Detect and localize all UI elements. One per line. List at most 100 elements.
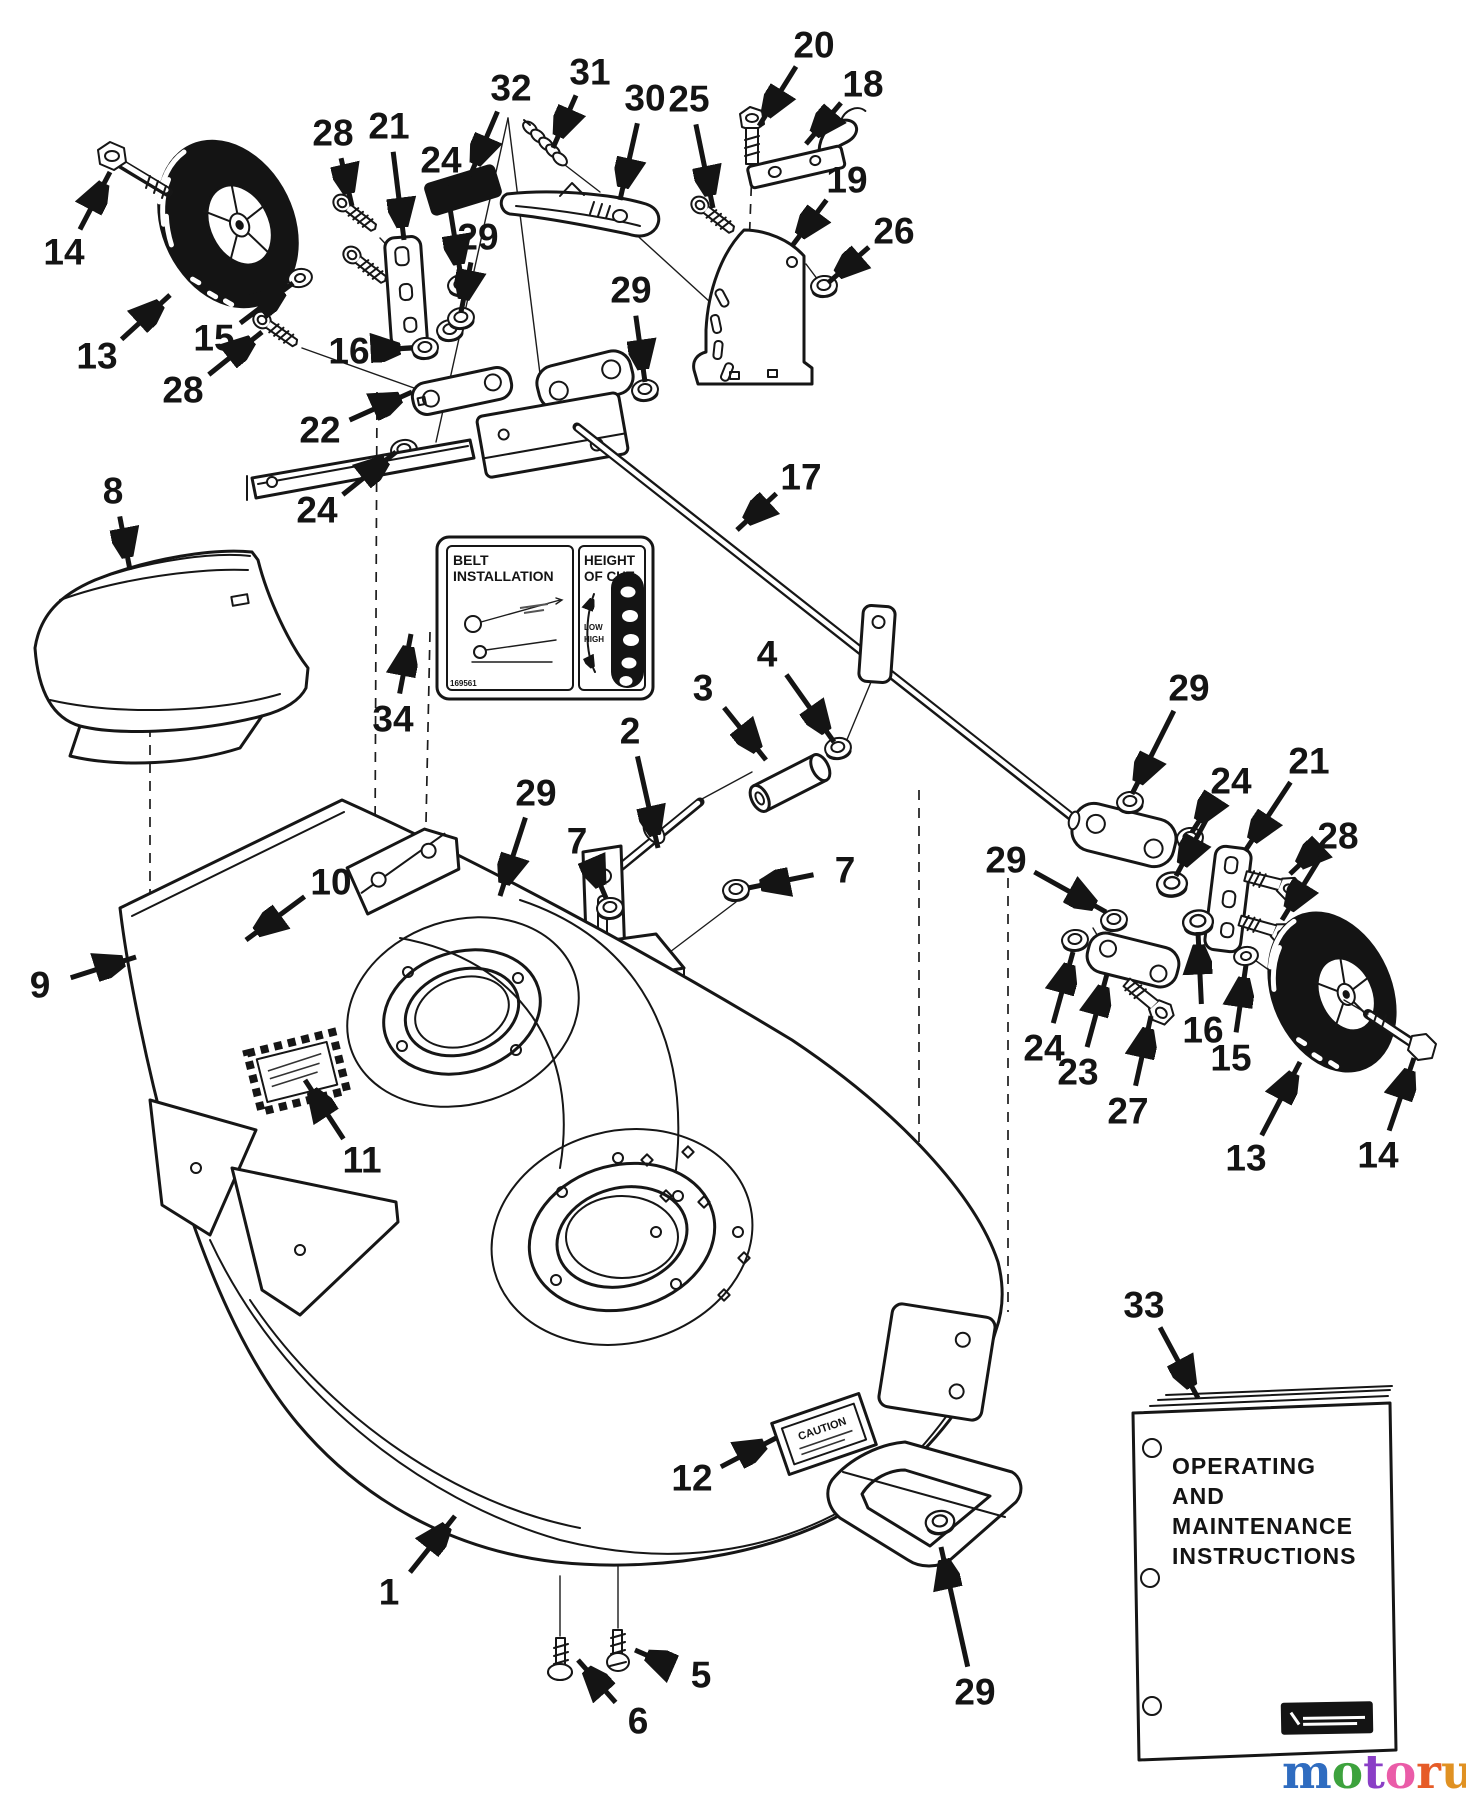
callout-10-24: 10	[244, 862, 352, 943]
callout-arrow	[1236, 964, 1246, 1033]
callout-21-35: 21	[1242, 741, 1330, 853]
callout-arrow	[119, 293, 172, 342]
callout-16-37: 16	[1182, 931, 1224, 1051]
callout-arrow	[207, 330, 264, 377]
callout-arrow	[393, 151, 404, 241]
hitch-plate	[475, 391, 630, 479]
callout-arrow	[381, 348, 414, 350]
watermark-logo: motoruf.de	[1282, 1745, 1466, 1800]
callout-29-14: 29	[457, 217, 499, 313]
screw-28-c	[249, 307, 302, 352]
front-wheel-right	[1267, 911, 1397, 1073]
callout-23-40: 23	[1057, 973, 1107, 1093]
callout-arrow	[1136, 1015, 1151, 1087]
caution-decal-12: CAUTION	[770, 1391, 878, 1477]
part-number-label: 24	[1210, 761, 1252, 802]
callout-arrow	[550, 94, 576, 150]
part-number-label: 12	[671, 1458, 712, 1499]
part-number-label: 16	[328, 331, 369, 372]
part-number-label: 1	[379, 1572, 400, 1613]
spacer-3	[748, 753, 832, 813]
part-number-label: 24	[420, 140, 462, 181]
callout-1-46: 1	[379, 1514, 457, 1613]
part-number-label: 14	[43, 232, 85, 273]
callout-arrow	[302, 1078, 346, 1141]
callout-arrow	[747, 875, 815, 888]
mower-deck-1: CAUTION	[118, 798, 1023, 1568]
nut-29-right-a	[1115, 789, 1146, 816]
decal-low-high-arrow	[587, 593, 596, 673]
deck-handle-strap	[826, 1440, 1023, 1568]
height-bracket-left-21	[383, 235, 429, 349]
part-number-label: 32	[490, 68, 531, 109]
hitch-bar	[246, 438, 476, 501]
callout-arrow	[620, 122, 637, 201]
nut-4	[822, 734, 854, 763]
callout-arrow	[244, 894, 307, 943]
height-bracket-right-21	[1203, 844, 1253, 954]
callout-arrow	[1259, 1060, 1303, 1137]
callout-24-34: 24	[1173, 761, 1252, 878]
part-number-label: 28	[162, 370, 203, 411]
booklet-title-line1: OPERATING	[1172, 1453, 1316, 1479]
decal-belt-title-line2: INSTALLATION	[453, 568, 554, 584]
callout-arrow	[1189, 802, 1212, 834]
callout-24-39: 24	[1023, 951, 1073, 1069]
nut-7-right	[721, 877, 752, 904]
callout-arrow	[636, 315, 645, 383]
manual-booklet-33: OPERATING AND MAINTENANCE INSTRUCTIONS	[1131, 1385, 1398, 1762]
callout-11-25: 11	[302, 1078, 382, 1181]
part-number-label: 22	[299, 410, 340, 451]
screw-28-a	[328, 190, 382, 237]
callout-17-22: 17	[735, 457, 822, 532]
part-number-label: 5	[691, 1655, 712, 1696]
callout-29-32: 29	[985, 840, 1108, 915]
part-number-label: 21	[368, 106, 409, 147]
callout-arrow	[500, 816, 525, 897]
part-number-label: 7	[567, 821, 588, 862]
callout-arrow	[1087, 973, 1107, 1048]
bolt-20	[739, 106, 765, 165]
part-number-label: 31	[569, 52, 610, 93]
deck-rear-plate	[877, 1302, 997, 1422]
callout-24-5: 24	[420, 140, 462, 278]
callout-arrow	[1173, 802, 1218, 878]
part-number-label: 26	[873, 211, 914, 252]
callout-16-17: 16	[328, 331, 414, 372]
callout-arrow	[1053, 951, 1073, 1024]
callout-28-3: 28	[312, 113, 353, 207]
callout-arrow	[80, 170, 113, 231]
callout-33-44: 33	[1123, 1285, 1201, 1400]
callout-arrow	[941, 1546, 971, 1668]
callout-24-19: 24	[296, 450, 398, 531]
callout-arrow	[1129, 709, 1177, 796]
decal-hole-strip	[611, 572, 644, 688]
callout-34-21: 34	[372, 633, 414, 740]
part-number-label: 29	[954, 1672, 995, 1713]
callout-15-38: 15	[1210, 964, 1251, 1079]
callout-arrow	[784, 673, 837, 744]
callout-14-43: 14	[1357, 1057, 1414, 1176]
deck-gusset-left-b	[230, 1166, 400, 1317]
front-wheel-left	[156, 139, 299, 309]
callout-30-8: 30	[620, 78, 666, 201]
part-number-label: 11	[342, 1140, 381, 1181]
deck-screw-6	[547, 1637, 573, 1681]
callout-20-10: 20	[756, 25, 835, 128]
screw-28-b	[338, 242, 392, 289]
part-number-label: 2	[620, 711, 641, 752]
callout-arrow	[735, 491, 776, 532]
grip-pad-32	[424, 164, 502, 216]
part-number-label: 7	[835, 850, 856, 891]
part-number-label: 20	[793, 25, 834, 66]
callout-arrow	[446, 185, 461, 278]
part-number-label: 27	[1107, 1091, 1148, 1132]
callout-31-7: 31	[550, 52, 611, 150]
part-number-label: 13	[76, 336, 117, 377]
part-number-label: 4	[757, 634, 778, 675]
callout-29-49: 29	[941, 1546, 996, 1713]
part-number-label: 29	[457, 217, 498, 258]
deck-screw-5	[606, 1629, 630, 1672]
